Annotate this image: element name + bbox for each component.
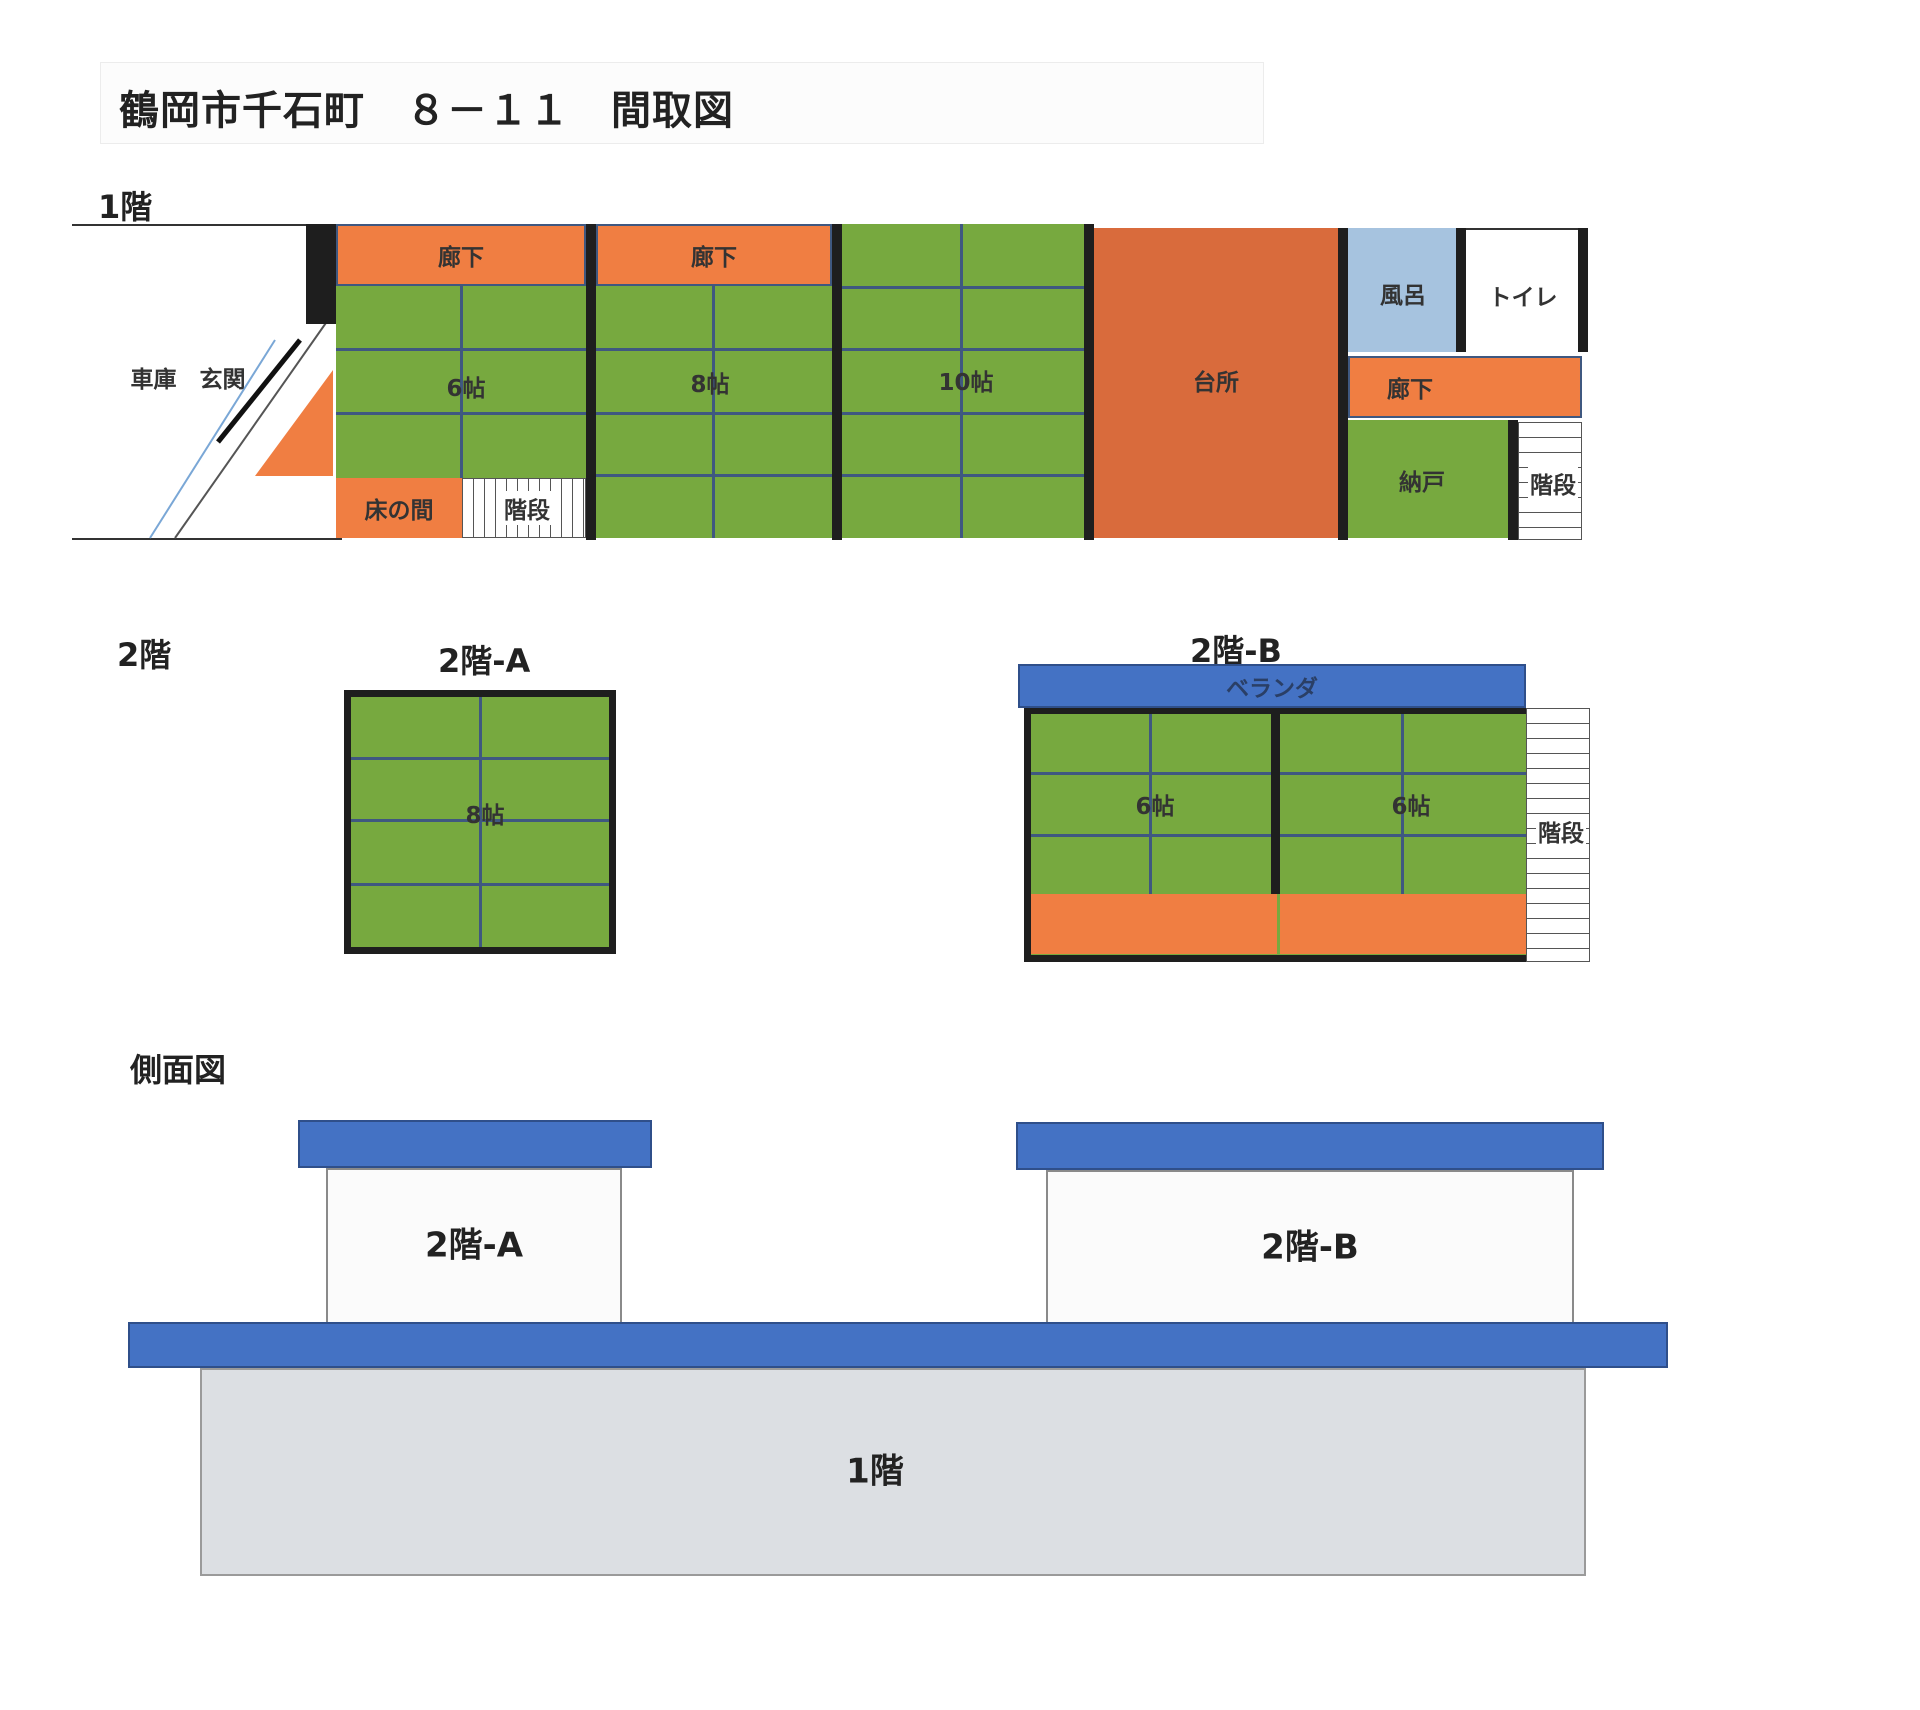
floor2b-heading: 2階-B (1190, 632, 1282, 670)
tatami-seam (596, 348, 832, 351)
tatami-seam (351, 883, 609, 886)
room-10jo-label: 10帖 (938, 370, 994, 396)
wall-e (1456, 228, 1466, 352)
wall-2b-mid (1271, 714, 1280, 894)
tatami-seam (842, 474, 1084, 477)
tatami-seam (596, 474, 832, 477)
page-title: 鶴岡市千石町 ８－１１ 間取図 (119, 88, 734, 134)
veranda: ベランダ (1018, 664, 1526, 708)
tatami-seam (351, 819, 609, 822)
floor2a-heading: 2階-A (438, 642, 531, 680)
tatami-seam (1401, 714, 1404, 894)
hallway-1-label: 廊下 (438, 245, 484, 271)
floor2b-hall-1 (1031, 894, 1277, 954)
storage-room: 納戸 (1348, 420, 1508, 538)
wall-f (1578, 228, 1588, 352)
tatami-seam (1280, 772, 1526, 775)
tatami-seam (336, 412, 586, 415)
hallway-1: 廊下 (336, 224, 586, 286)
tatami-seam (842, 286, 1084, 289)
roof-2a (298, 1120, 652, 1168)
tatami-seam (1280, 834, 1526, 837)
floor1-plan: 車庫 玄関 廊下 廊下 6帖 床の間 階段 8帖 10帖 台所 (0, 0, 1920, 560)
floor1-heading: 1階 (98, 188, 153, 226)
room-8jo: 8帖 (596, 286, 832, 538)
tatami-seam (1149, 714, 1152, 894)
floor2b-stairs: 階段 (1526, 708, 1590, 962)
tokonoma: 床の間 (336, 478, 462, 538)
floor2b-room-2-label: 6帖 (1391, 794, 1431, 820)
tatami-seam (351, 757, 609, 760)
floor2b-hall-2 (1280, 894, 1526, 954)
floor2b-stairs-label: 階段 (1536, 814, 1586, 848)
side-base-1f: 1階 (200, 1368, 1586, 1576)
toilet-label: トイレ (1488, 285, 1558, 311)
side-base-1f-label: 1階 (846, 1451, 904, 1492)
kitchen: 台所 (1094, 228, 1338, 538)
wall-c (1084, 224, 1094, 540)
floor2b-rooms: 6帖 6帖 (1024, 708, 1526, 962)
hallway-3-label: 廊下 (1387, 377, 1433, 403)
tatami-seam (460, 286, 463, 478)
stairs-1-label: 階段 (502, 491, 552, 525)
room-8jo-label: 8帖 (690, 372, 730, 398)
room-10jo: 10帖 (842, 224, 1084, 538)
stairs-1: 階段 (462, 478, 586, 538)
floor2b-room-1-label: 6帖 (1135, 794, 1175, 820)
room-6jo-label: 6帖 (446, 376, 486, 402)
bath: 風呂 (1348, 228, 1458, 352)
tatami-seam (960, 224, 963, 538)
wall-a (586, 224, 596, 540)
tatami-seam (1031, 834, 1273, 837)
roof-1f (128, 1322, 1668, 1368)
tatami-seam (1031, 772, 1273, 775)
side-box-2b-label: 2階-B (1261, 1227, 1359, 1268)
wall-d (1338, 228, 1348, 540)
hallway-2-label: 廊下 (691, 245, 737, 271)
floor2a-room-label: 8帖 (465, 803, 505, 829)
tokonoma-label: 床の間 (364, 498, 434, 524)
side-box-2a: 2階-A (326, 1168, 622, 1324)
hallway-3: 廊下 (1348, 356, 1582, 418)
hallway-2: 廊下 (596, 224, 832, 286)
tatami-seam (336, 348, 586, 351)
bath-label: 風呂 (1380, 283, 1426, 309)
tatami-seam (596, 412, 832, 415)
veranda-label: ベランダ (1226, 676, 1318, 702)
side-view-heading: 側面図 (130, 1051, 227, 1089)
tatami-seam (479, 697, 482, 947)
toilet: トイレ (1466, 228, 1580, 352)
wall-g (1508, 420, 1518, 540)
title-box: 鶴岡市千石町 ８－１１ 間取図 (100, 62, 1264, 144)
entrance-wall (306, 224, 336, 324)
floor2-heading: 2階 (117, 636, 172, 674)
stairs-2-label: 階段 (1528, 466, 1578, 500)
floor2a-room-8jo: 8帖 (344, 690, 616, 954)
kitchen-label: 台所 (1193, 370, 1239, 396)
roof-2b (1016, 1122, 1604, 1170)
side-box-2a-label: 2階-A (424, 1225, 524, 1266)
tatami-seam (842, 348, 1084, 351)
wall-b (832, 224, 842, 540)
storage-label: 納戸 (1399, 470, 1445, 496)
side-box-2b: 2階-B (1046, 1170, 1574, 1326)
stairs-2: 階段 (1518, 422, 1582, 540)
outline-top (72, 224, 312, 226)
entrance-diagonal (149, 309, 336, 539)
garage-entrance-label: 車庫 玄関 (130, 367, 246, 393)
room-6jo: 6帖 (336, 286, 586, 478)
outline-bottom (72, 538, 342, 540)
tatami-seam (842, 412, 1084, 415)
